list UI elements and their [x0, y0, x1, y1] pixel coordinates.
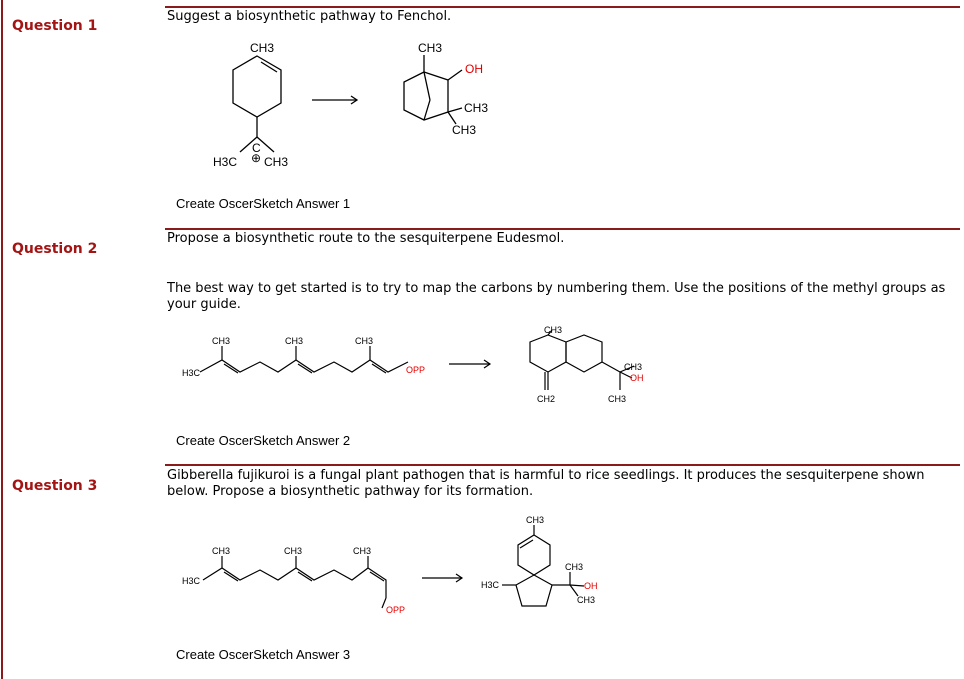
- q2-product-methyl-1: CH3: [624, 362, 642, 372]
- q2-product-methyl-top: CH3: [544, 325, 562, 335]
- q2-reactant-methyl-2: CH3: [285, 336, 303, 346]
- q1-reactant-methyl-top: CH3: [250, 41, 274, 55]
- left-border: [1, 0, 3, 679]
- q3-reactant-methyl-1: CH3: [212, 546, 230, 556]
- question-3-prompt: Gibberella fujikuroi is a fungal plant p…: [167, 468, 925, 499]
- q1-product-methyl-1: CH3: [464, 101, 488, 115]
- q2-product-structure: [529, 329, 635, 390]
- q3-reaction-arrow: [422, 573, 464, 583]
- q3-product-methyl-2: CH3: [577, 595, 595, 605]
- q1-product-structure: [403, 55, 463, 125]
- create-answer-3-link[interactable]: Create OscerSketch Answer 3: [176, 647, 351, 662]
- q2-reactant-opp: OPP: [406, 365, 425, 375]
- q3-product-hydroxyl: OH: [584, 581, 598, 591]
- q3-product-methyl-left: H3C: [481, 580, 500, 590]
- q2-product-hydroxyl: OH: [630, 373, 644, 383]
- create-answer-2-link[interactable]: Create OscerSketch Answer 2: [176, 433, 351, 448]
- q3-product-structure: [502, 525, 585, 607]
- q2-reactant-start: H3C: [182, 368, 201, 378]
- question-2-divider: [165, 228, 960, 230]
- q3-reactant-methyl-2: CH3: [284, 546, 302, 556]
- q3-product-methyl-top: CH3: [526, 515, 544, 525]
- q3-product-methyl-1: CH3: [565, 562, 583, 572]
- q3-reactant-methyl-3: CH3: [353, 546, 371, 556]
- q1-product-methyl-2: CH3: [452, 123, 476, 137]
- question-2-label: Question 2: [12, 241, 98, 257]
- q2-product-methylene: CH2: [537, 394, 555, 404]
- q2-reactant-methyl-3: CH3: [355, 336, 373, 346]
- q3-reactant-start: H3C: [182, 576, 201, 586]
- question-1-divider: [165, 6, 960, 8]
- q2-product-methyl-2: CH3: [608, 394, 626, 404]
- question-3-label: Question 3: [12, 478, 98, 494]
- q1-reaction-arrow: [312, 95, 359, 105]
- question-2-hint: The best way to get started is to try to…: [167, 281, 946, 312]
- q2-reactant-methyl-1: CH3: [212, 336, 230, 346]
- q1-reactant-carbon: C: [252, 141, 261, 155]
- q1-reactant-structure: [232, 55, 282, 153]
- question-1-label: Question 1: [12, 18, 98, 34]
- q1-reactant-charge: ⊕: [251, 151, 261, 165]
- q1-reactant-methyl-left: H3C: [213, 155, 237, 169]
- q1-product-hydroxyl: OH: [465, 62, 483, 76]
- question-3-divider: [165, 464, 960, 466]
- q3-reactant-chain: [202, 556, 387, 609]
- question-1-prompt: Suggest a biosynthetic pathway to Fencho…: [167, 9, 452, 24]
- create-answer-1-link[interactable]: Create OscerSketch Answer 1: [176, 196, 351, 211]
- q3-reactant-opp: OPP: [386, 605, 405, 615]
- q1-product-methyl-top: CH3: [418, 41, 442, 55]
- q1-reactant-methyl-right: CH3: [264, 155, 288, 169]
- q2-reaction-arrow: [449, 359, 492, 369]
- question-2-prompt: Propose a biosynthetic route to the sesq…: [167, 231, 565, 246]
- q2-reactant-chain: [199, 346, 409, 374]
